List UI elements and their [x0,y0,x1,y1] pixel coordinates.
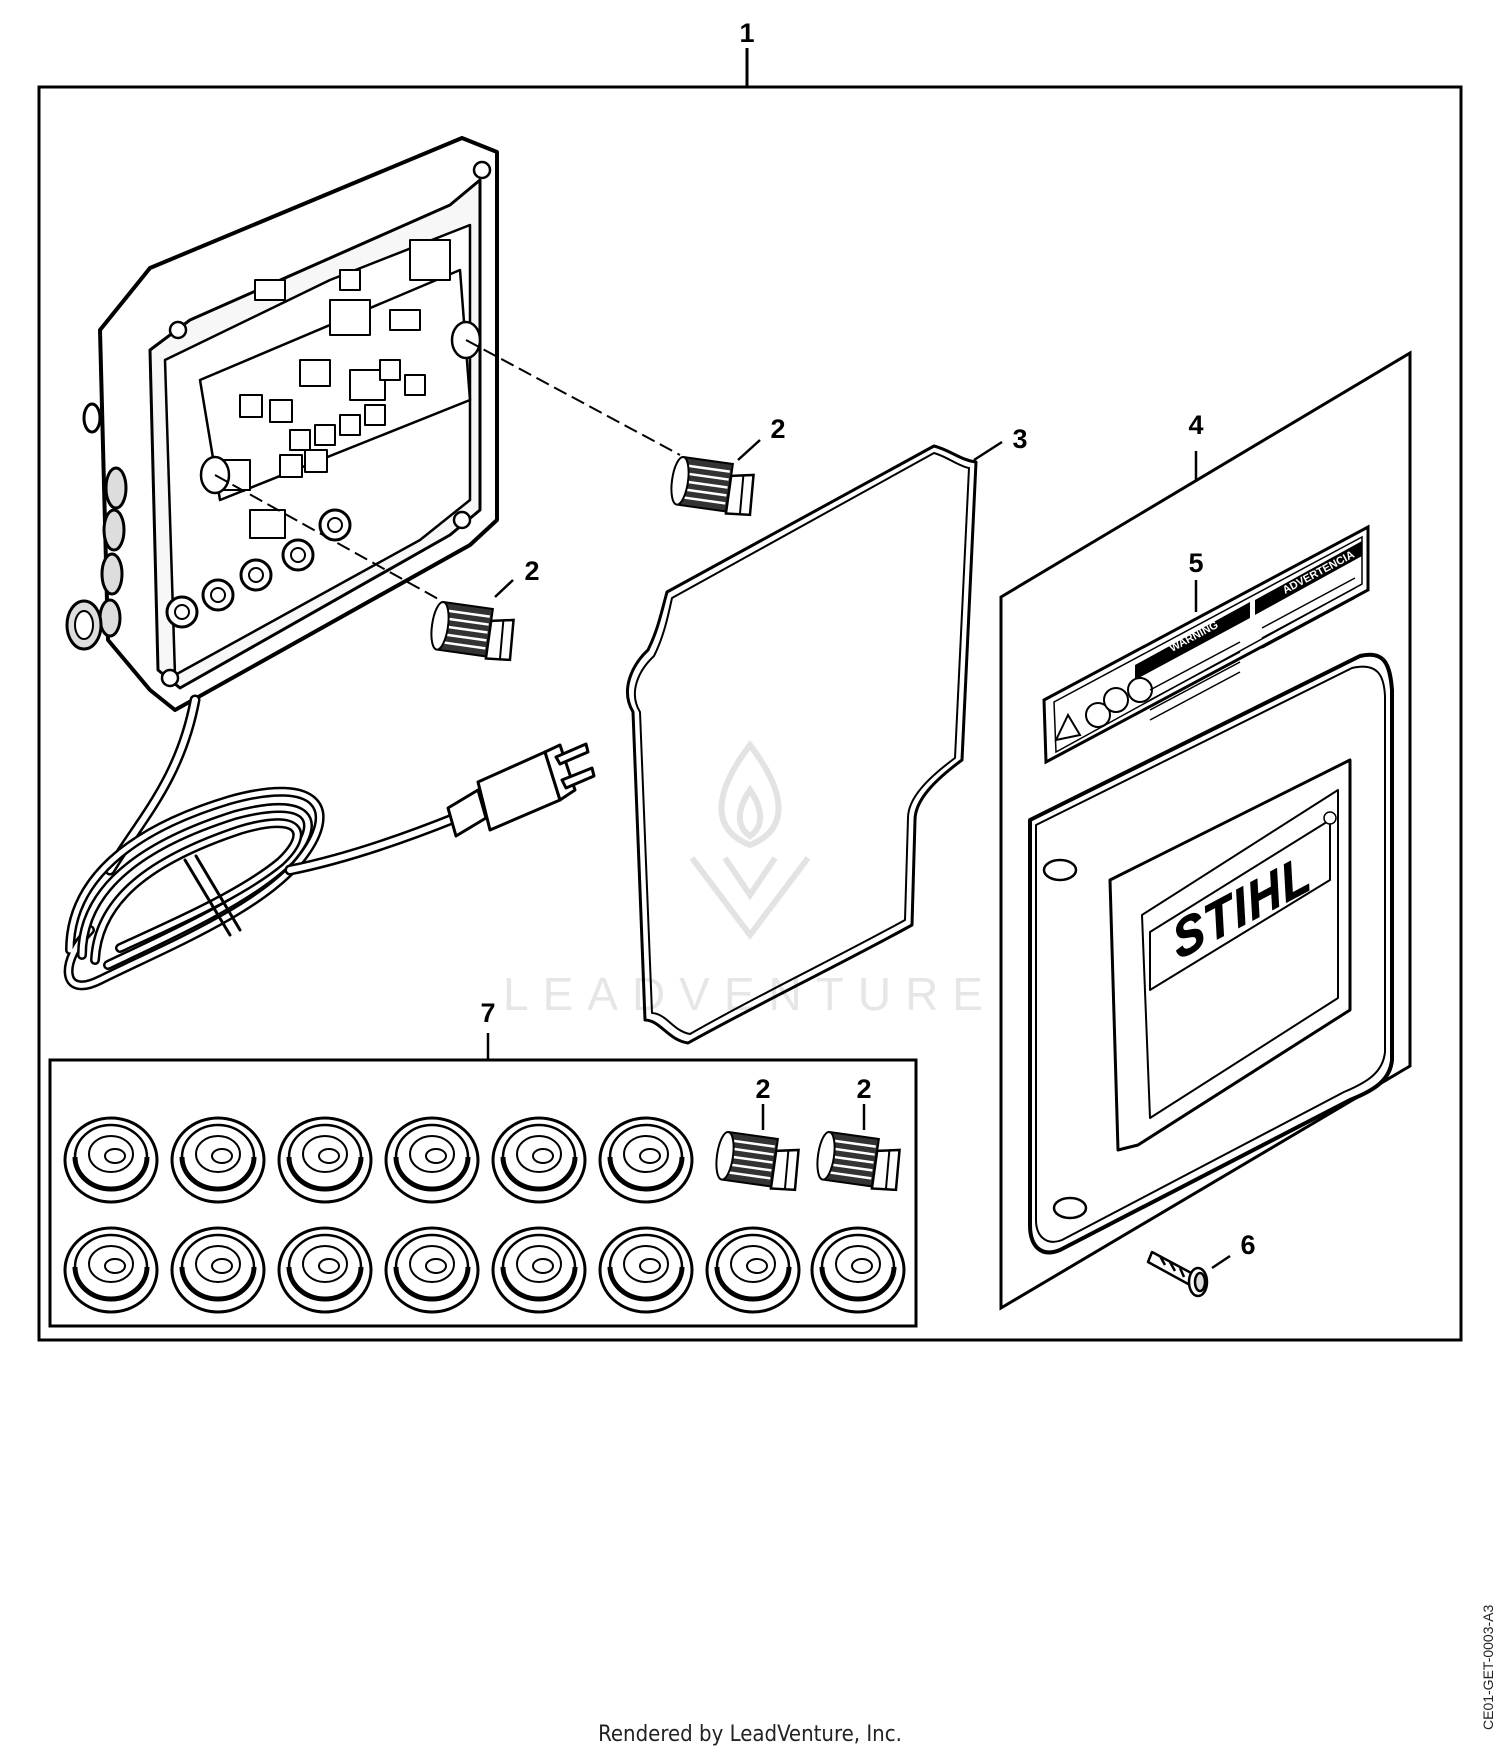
callout-1: 1 [739,18,754,48]
control-box-housing [65,136,499,712]
plug-part-2-upper [667,454,758,519]
warning-triangle-icon [1054,677,1153,742]
plug-part-2-kit-right [813,1129,904,1194]
document-id: CE01-GET-0003-A3 [1480,1604,1496,1730]
kit-frame [37,85,1463,1342]
callout-6: 6 [1240,1230,1255,1260]
watermark-text: LEADVENTURE [503,968,997,1020]
assembly-leaders [214,339,681,601]
power-plug [446,742,596,838]
watermark-logo-icon [689,740,811,940]
callout-2-upper: 2 [770,414,785,444]
screw-part-6 [1146,1250,1209,1298]
cover-panel-frame [999,350,1412,1311]
rendered-by-footer: Rendered by LeadVenture, Inc. [598,1722,902,1747]
grommet-row-top [65,1118,692,1202]
cover-part [1028,652,1394,1255]
callout-4: 4 [1188,410,1203,440]
grommet-kit-frame [48,1058,918,1328]
plug-part-2-kit-left [712,1129,803,1194]
plug-part-2-lower [427,599,518,664]
callout-2-lower: 2 [524,556,539,586]
callout-2-kit-left: 2 [755,1074,770,1104]
callout-3: 3 [1012,424,1027,454]
callout-7: 7 [480,998,495,1028]
callout-2-kit-right: 2 [856,1074,871,1104]
gasket-part-3 [626,444,978,1045]
grommet-row-bottom [65,1228,904,1312]
callout-5: 5 [1188,548,1203,578]
power-cord [63,694,461,991]
warning-label-part-5: WARNING ADVERTENCIA [1042,524,1370,765]
